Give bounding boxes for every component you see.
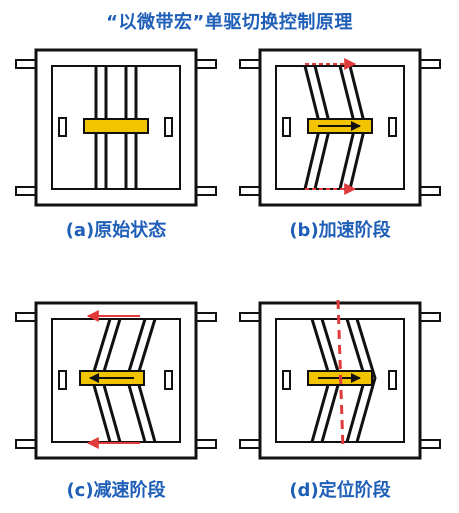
caption-d: (d)定位阶段 — [289, 480, 391, 501]
caption-c: (c)减速阶段 — [66, 480, 166, 501]
caption-a: (a)原始状态 — [65, 220, 167, 241]
panel-a-mechanism — [15, 48, 217, 207]
red-dashed-position-line — [336, 299, 345, 451]
panel-c-mechanism — [15, 301, 217, 460]
diagram-title: “以微带宏”单驱切换控制原理 — [106, 12, 353, 33]
caption-b: (b)加速阶段 — [289, 220, 391, 241]
panel-b-mechanism — [239, 48, 441, 207]
panel-d-mechanism — [239, 299, 441, 460]
